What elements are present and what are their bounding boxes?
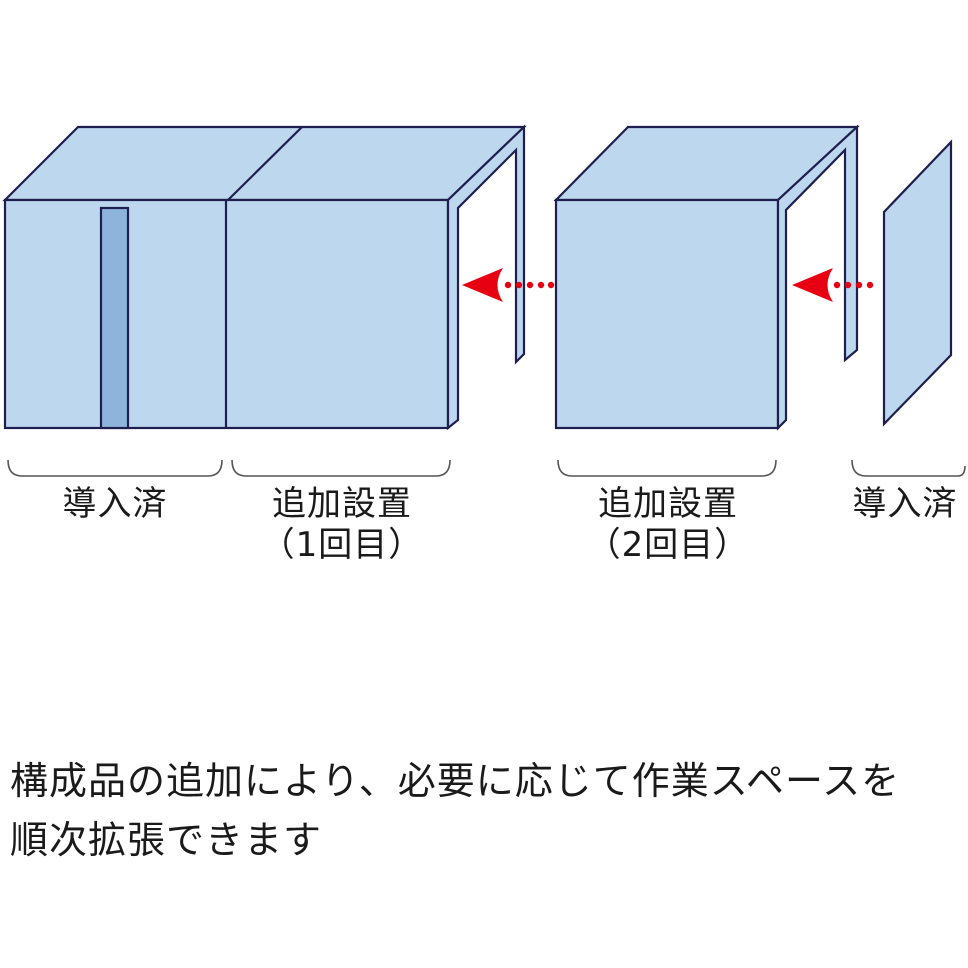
middle-unit-right-wall (776, 124, 859, 431)
bracket-additional-1 (231, 459, 451, 477)
bracket-additional-2 (557, 459, 777, 477)
label-additional-2-line1: 追加設置 (598, 484, 738, 524)
right-end-panel (882, 139, 953, 427)
left-unit-top-seam (227, 126, 303, 201)
caption: 構成品の追加により、必要に応じて作業スペースを 順次拡張できます (10, 752, 900, 870)
left-unit-right-wall (446, 124, 526, 431)
label-right-installed-text: 導入済 (852, 484, 958, 524)
bracket-right-installed (851, 459, 966, 477)
caption-line-2: 順次拡張できます (10, 817, 323, 862)
bracket-left-installed (7, 459, 223, 477)
middle-unit (553, 124, 860, 431)
label-additional-2: 追加設置 （2回目） (558, 484, 778, 566)
middle-unit-top-face (553, 125, 860, 202)
middle-unit-front-face (554, 198, 780, 430)
label-right-installed: 導入済 (845, 484, 965, 525)
caption-line-1: 構成品の追加により、必要に応じて作業スペースを (10, 759, 901, 803)
label-additional-1-line1: 追加設置 (272, 484, 412, 524)
label-additional-1-line2: （1回目） (260, 524, 424, 565)
label-additional-1: 追加設置 （1回目） (232, 484, 452, 566)
label-additional-2-line2: （2回目） (586, 524, 750, 565)
left-unit (2, 124, 527, 431)
label-left-installed: 導入済 (0, 484, 230, 525)
installed-panel (99, 206, 130, 430)
arrow-right-to-middle (792, 268, 874, 302)
arrow-middle-to-left (462, 268, 555, 302)
label-left-installed-text: 導入済 (62, 484, 168, 524)
